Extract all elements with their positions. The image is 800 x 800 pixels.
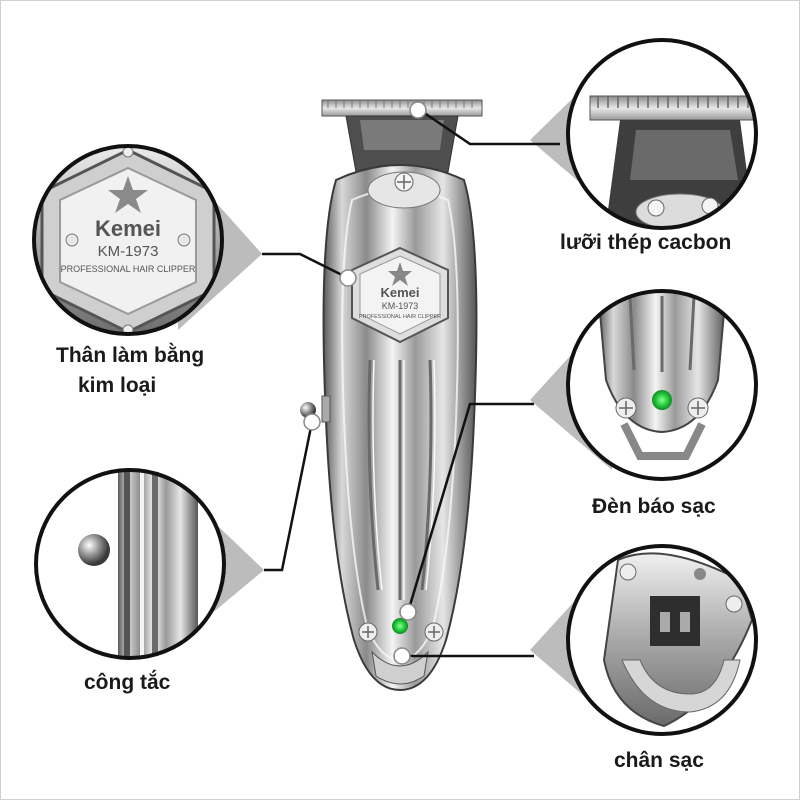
main-badge-brand: Kemei [380,285,419,300]
callout-base [566,544,758,736]
clipper-main [300,99,483,692]
leader-dots [303,101,427,665]
label-charging-base: chân sạc [614,749,704,772]
main-badge-model: KM-1973 [382,301,419,311]
label-body-line1: Thân làm bằng [56,344,205,367]
label-switch: công tắc [84,671,171,694]
leader-lines [262,108,560,658]
callout-led [566,289,758,481]
zoom-badge-brand: Kemei [95,216,161,241]
callout-blade [566,38,758,230]
label-body-line2: kim loại [78,374,157,397]
label-charge-led: Đèn báo sạc [592,495,716,518]
zoom-badge-model: KM-1973 [98,243,159,260]
zoom-badge-tagline: PROFESSIONAL HAIR CLIPPER [61,264,196,274]
label-blade: lưỡi thép cacbon [560,231,732,254]
callout-body-badge [32,144,224,336]
main-badge-tagline: PROFESSIONAL HAIR CLIPPER [359,314,441,320]
callout-switch [34,468,226,660]
